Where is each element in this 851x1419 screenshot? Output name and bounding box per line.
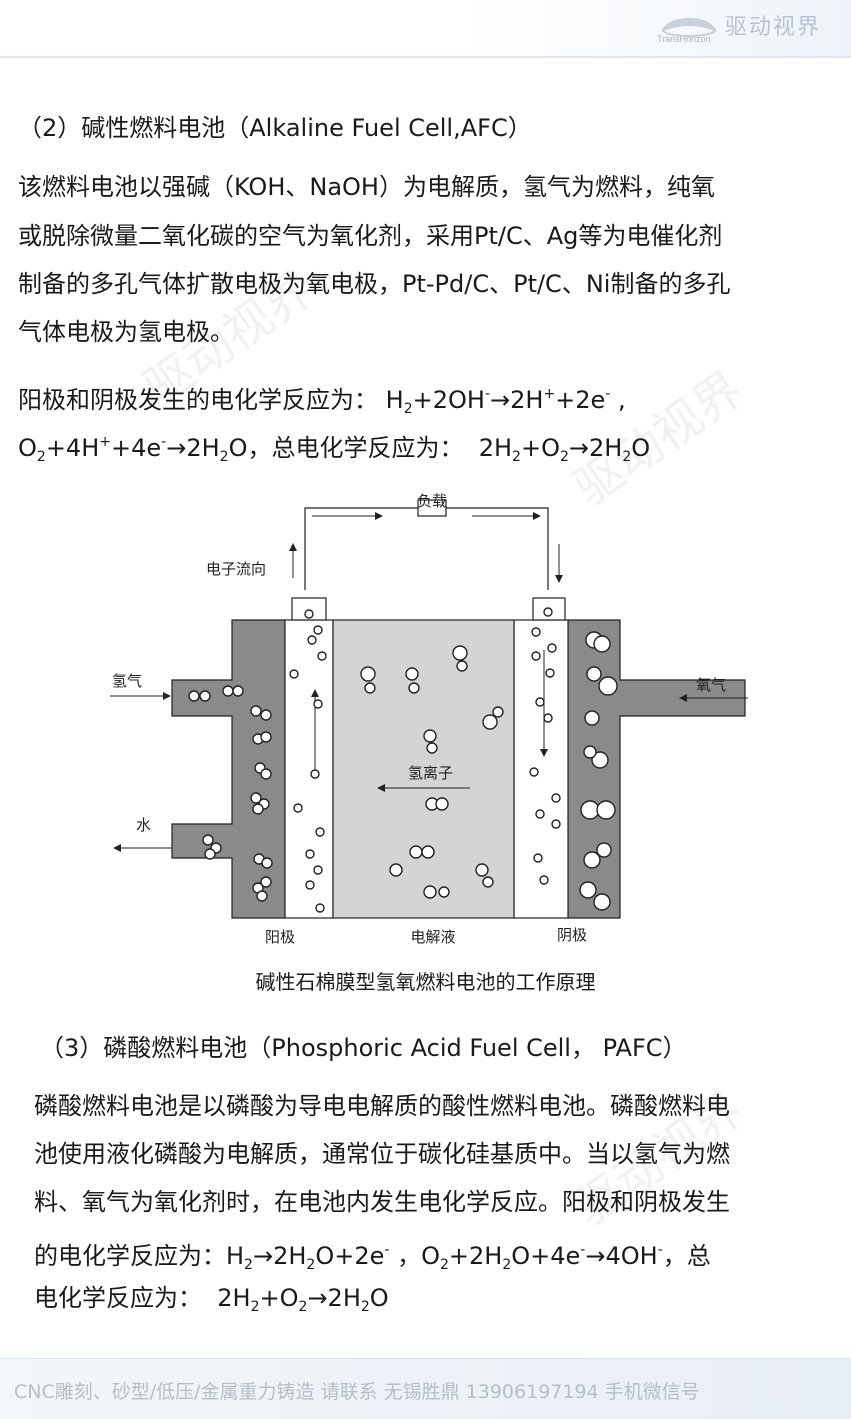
brand-name: 驱动视界 [724,15,821,40]
pafc-reaction-line-1: 的电化学反应为：H2→2H2O+2e- ，O2+2H2O+4e-→4OH-，总 [34,1226,711,1289]
footer-bar: CNC雕刻、砂型/低压/金属重力铸造 请联系 无锡胜鼎 13906197194 … [0,1358,851,1419]
pafc-paragraph-line: 料、氧气为氧化剂时，在电池内发生电化学反应。阳极和阴极发生 [34,1188,730,1216]
electrolyte-label: 电解液 [410,928,455,946]
anode-equation: H2+2OH-→2H++2e- , [385,386,626,417]
cathode-equation: O2+4H++4e-→2H2O [18,434,248,465]
fuel-cell-svg: 负载 电子流向 氢气 氧气 水 氢离子 阳极 电解液 阴极 [110,492,748,946]
bubbles [188,607,618,913]
brand-logo: TransHorizon 驱动视界 [657,10,821,46]
load-label: 负载 [417,492,447,510]
diagram-caption: 碱性石棉膜型氢氧燃料电池的工作原理 [255,970,596,994]
pafc-paragraph-line: 池使用液化磷酸为电解质，通常位于碳化硅基质中。当以氢气为燃 [34,1140,730,1168]
pafc-paragraph-line: 磷酸燃料电池是以磷酸为导电电解质的酸性燃料电池。磷酸燃料电 [34,1092,730,1120]
anode-label: 阳极 [265,928,295,946]
water-label: 水 [136,816,151,834]
brand-sub: TransHorizon [656,34,711,44]
section-title-pafc: （3）磷酸燃料电池（Phosphoric Acid Fuel Cell， PAF… [40,1034,687,1062]
section-title-afc: （2）碱性燃料电池（Alkaline Fuel Cell,AFC） [18,114,532,142]
pafc-reaction-intro: 的电化学反应为： [34,1242,226,1270]
afc-reaction-line-1: 阳极和阴极发生的电化学反应为： H2+2OH-→2H++2e- , [18,370,626,433]
afc-reaction-line-2: O2+4H++4e-→2H2O，总电化学反应为： 2H2+O2→2H2O [18,418,650,481]
pafc-total-intro: 电化学反应为： [34,1284,202,1312]
pafc-total-equation: 2H2+O2→2H2O [209,1284,389,1315]
electron-flow-label: 电子流向 [206,560,266,578]
total-equation: 2H2+O2→2H2O [471,434,651,465]
afc-paragraph-line: 制备的多孔气体扩散电极为氧电极，Pt-Pd/C、Pt/C、Ni制备的多孔 [18,270,731,298]
pafc-reaction-line-2: 电化学反应为： 2H2+O2→2H2O [34,1274,389,1331]
hydrogen-label: 氢气 [112,672,142,690]
footer-contact-text: CNC雕刻、砂型/低压/金属重力铸造 请联系 无锡胜鼎 13906197194 … [14,1381,700,1403]
fuel-cell-diagram: 负载 电子流向 氢气 氧气 水 氢离子 阳极 电解液 阴极 [100,478,760,958]
afc-paragraph-line: 或脱除微量二氧化碳的空气为氧化剂，采用Pt/C、Ag等为电催化剂 [18,222,723,250]
ion-label: 氢离子 [408,764,453,782]
cathode-label: 阴极 [557,926,587,944]
afc-total-intro: ，总电化学反应为： [247,434,464,462]
afc-paragraph-line: 该燃料电池以强碱（KOH、NaOH）为电解质，氢气为燃料，纯氧 [18,173,715,201]
car-logo-icon: TransHorizon [657,10,721,46]
header-bar: TransHorizon 驱动视界 [0,0,851,58]
afc-paragraph-line: 气体电极为氢电极。 [18,318,234,346]
pafc-anode-equation: H2→2H2O+2e- ，O2+2H2O+4e-→4OH-，总 [226,1242,711,1273]
afc-reaction-intro: 阳极和阴极发生的电化学反应为： [18,386,378,414]
oxygen-label: 氧气 [696,676,726,694]
